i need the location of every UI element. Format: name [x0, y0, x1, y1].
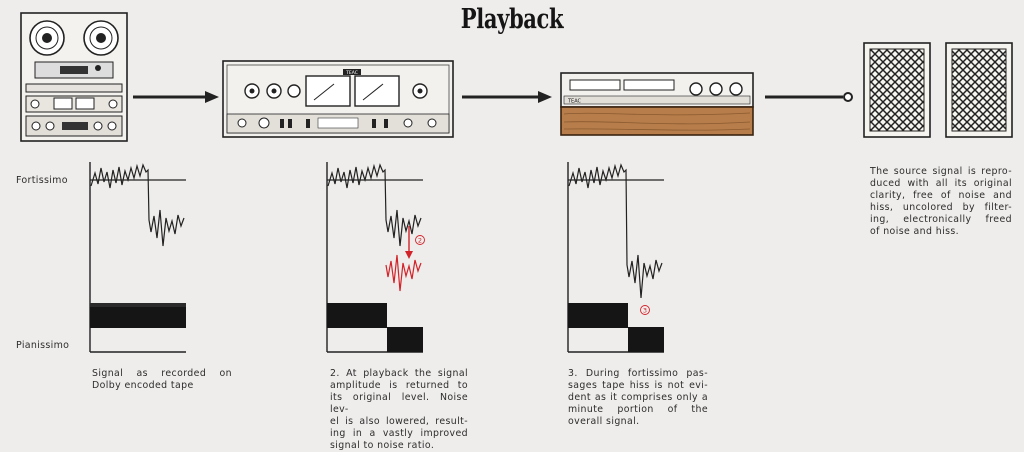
caption-line: 2. At playback the signal — [330, 368, 468, 379]
speakers-icon — [863, 42, 1013, 138]
signal-graph-2: 2 — [326, 162, 425, 353]
caption-line: el is also lowered, result- — [330, 416, 468, 427]
signal-graph-1 — [89, 162, 186, 353]
marker-step3: 3 — [643, 307, 647, 315]
caption-line: duced with all its original — [870, 178, 1012, 189]
caption-step2: 2. At playback the signal amplitude is r… — [330, 368, 468, 452]
reel-to-reel-deck-icon — [20, 12, 128, 142]
dolby-badge: TEAC — [345, 70, 358, 76]
caption-step1: Signal as recorded on Dolby encoded tape — [92, 368, 232, 392]
marker-step2: 2 — [418, 237, 422, 245]
arrow-icon — [462, 91, 552, 103]
dolby-unit-icon: TEAC — [222, 60, 454, 138]
caption-step3: 3. During fortissimo pas- sages tape his… — [568, 368, 708, 428]
caption-line: The source signal is repro- — [870, 166, 1012, 177]
caption-line: ing, electronically freed — [870, 214, 1012, 225]
caption-line: ing in a vastly improved — [330, 428, 468, 439]
amplifier-icon: TEAC — [560, 72, 754, 136]
connector-arrow-icon — [765, 92, 853, 102]
caption-line: clarity, free of noise and — [870, 190, 1012, 201]
caption-line: its original level. Noise lev- — [330, 392, 468, 415]
caption-line: signal to noise ratio. — [330, 440, 435, 451]
caption-step4: The source signal is repro- duced with a… — [870, 166, 1012, 238]
caption-line: Signal as recorded on — [92, 368, 232, 379]
label-pianissimo: Pianissimo — [16, 340, 70, 351]
label-fortissimo: Fortissimo — [16, 175, 68, 186]
page-title: Playback — [460, 4, 564, 35]
caption-line: Dolby encoded tape — [92, 380, 194, 391]
caption-line: amplitude is returned to — [330, 380, 468, 391]
caption-line: 3. During fortissimo pas- — [568, 368, 708, 379]
caption-line: overall signal. — [568, 416, 640, 427]
caption-line: minute portion of the — [568, 404, 708, 415]
amp-badge: TEAC — [567, 99, 582, 105]
arrow-icon — [133, 91, 219, 103]
caption-line: sages tape hiss is not evi- — [568, 380, 708, 391]
signal-graph-3: 3 — [567, 162, 664, 353]
caption-line: of noise and hiss. — [870, 226, 960, 237]
caption-line: hiss, uncolored by filter- — [870, 202, 1012, 213]
caption-line: dent as it comprises only a — [568, 392, 708, 403]
